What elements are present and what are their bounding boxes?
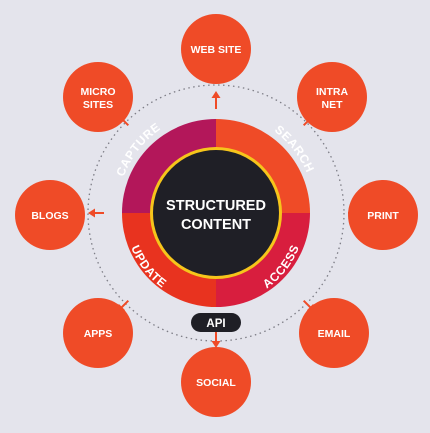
node-blogs: BLOGS (15, 180, 85, 250)
node-microsites: MICRO SITES (63, 62, 133, 132)
node-email: EMAIL (299, 298, 369, 368)
node-apps-label: APPS (84, 328, 113, 340)
node-social: SOCIAL (181, 347, 251, 417)
node-microsites-label-line1: MICRO (81, 86, 116, 98)
node-website-label: WEB SITE (191, 44, 242, 56)
api-pill (191, 313, 241, 332)
node-intranet: INTRA NET (297, 62, 367, 132)
node-apps: APPS (63, 298, 133, 368)
arrow-website (211, 91, 221, 109)
node-intranet-label-line1: INTRA (316, 86, 348, 98)
core-title-line2: CONTENT (181, 217, 251, 233)
api-label: API (206, 318, 225, 330)
arrow-blogs (88, 208, 104, 218)
node-blogs-label: BLOGS (31, 210, 68, 222)
arrow-social (211, 332, 221, 348)
core-circle (153, 150, 279, 276)
node-social-label: SOCIAL (196, 377, 236, 389)
node-print: PRINT (348, 180, 418, 250)
core-title-line1: STRUCTURED (166, 198, 266, 214)
node-microsites-label-line2: SITES (83, 99, 113, 111)
node-intranet-label-line2: NET (322, 99, 344, 111)
node-email-label: EMAIL (318, 328, 351, 340)
node-print-label: PRINT (367, 210, 399, 222)
node-website: WEB SITE (181, 14, 251, 84)
